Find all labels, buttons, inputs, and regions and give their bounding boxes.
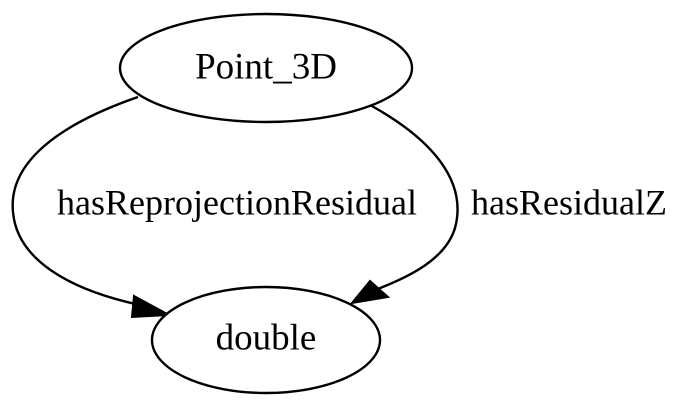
node-double: double — [150, 285, 382, 395]
edge-has-residual-z: hasResidualZ — [349, 103, 667, 305]
node-label-point-3d: Point_3D — [195, 46, 337, 87]
arrowhead-has-residual-z — [349, 279, 391, 305]
edge-label-has-reprojection-residual: hasReprojectionResidual — [57, 182, 417, 222]
edge-line-has-reprojection-residual — [11, 95, 141, 307]
node-label-double: double — [216, 317, 317, 358]
edge-label-has-residual-z: hasResidualZ — [471, 182, 667, 222]
node-shape-point-3d — [118, 12, 414, 124]
node-point-3d: Point_3D — [118, 12, 414, 124]
arrowhead-has-reprojection-residual — [130, 294, 173, 319]
node-shape-double — [150, 285, 382, 395]
edge-has-reprojection-residual: hasReprojectionResidual — [11, 95, 417, 319]
edge-line-has-residual-z — [369, 103, 459, 292]
